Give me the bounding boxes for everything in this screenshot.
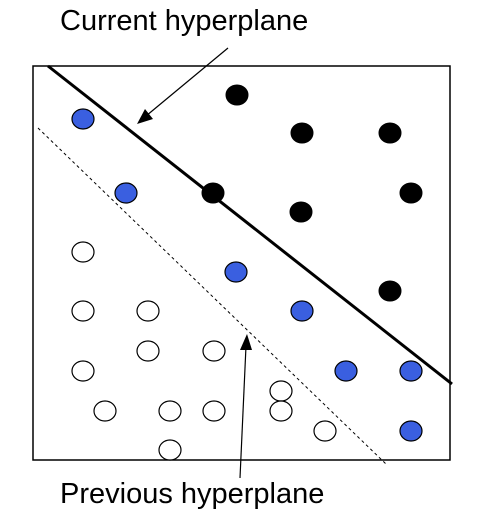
white-point bbox=[136, 300, 160, 322]
black-points bbox=[201, 84, 423, 302]
previous-hyperplane-arrow bbox=[239, 334, 252, 479]
current-hyperplane-label: Current hyperplane bbox=[60, 5, 308, 37]
white-point bbox=[313, 420, 337, 442]
white-point bbox=[71, 360, 95, 382]
blue-points bbox=[71, 108, 423, 442]
white-point bbox=[71, 300, 95, 322]
white-point bbox=[136, 340, 160, 362]
blue-point bbox=[334, 360, 358, 382]
black-point bbox=[225, 84, 249, 106]
white-point bbox=[93, 400, 117, 422]
blue-point bbox=[399, 360, 423, 382]
blue-point bbox=[290, 300, 314, 322]
plot-frame bbox=[32, 65, 451, 461]
white-point bbox=[158, 400, 182, 422]
current-hyperplane-arrow bbox=[137, 47, 229, 124]
white-point bbox=[202, 400, 226, 422]
black-point bbox=[290, 122, 314, 144]
black-point bbox=[289, 201, 313, 223]
black-point bbox=[378, 122, 402, 144]
white-point bbox=[269, 400, 293, 422]
white-point bbox=[71, 241, 95, 263]
white-point bbox=[158, 439, 182, 461]
white-point bbox=[202, 340, 226, 362]
blue-point bbox=[399, 420, 423, 442]
black-point bbox=[201, 182, 225, 204]
previous-hyperplane-line bbox=[37, 127, 387, 465]
blue-point bbox=[114, 182, 138, 204]
white-point bbox=[269, 380, 293, 402]
white-points bbox=[71, 241, 337, 461]
blue-point bbox=[224, 261, 248, 283]
current-hyperplane-line bbox=[47, 64, 453, 386]
blue-point bbox=[71, 108, 95, 130]
black-point bbox=[378, 280, 402, 302]
black-point bbox=[399, 182, 423, 204]
previous-hyperplane-label: Previous hyperplane bbox=[60, 478, 324, 510]
